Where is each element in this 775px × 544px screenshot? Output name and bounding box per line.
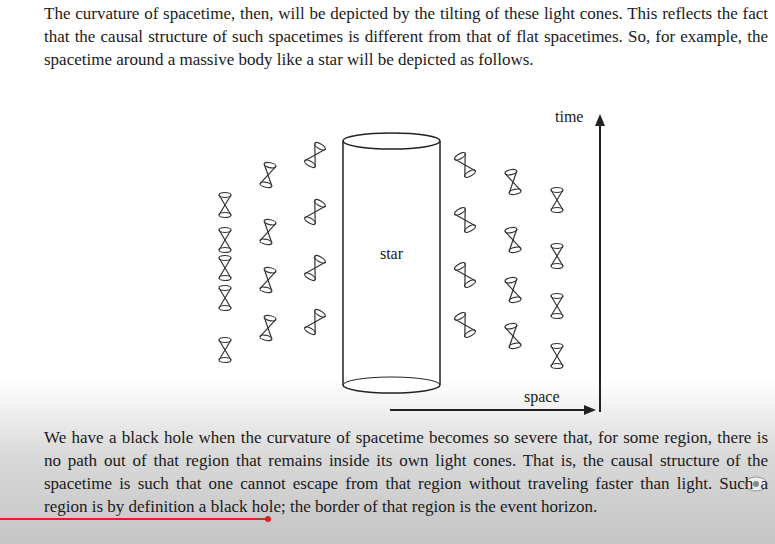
axis-label: space (524, 388, 560, 406)
progress-bar (0, 518, 268, 520)
time-axis (599, 116, 601, 412)
body-paragraph: We have a black hole when the curvature … (44, 426, 768, 518)
space-axis (390, 409, 594, 411)
axis-label: time (555, 108, 583, 126)
body-label: star (380, 245, 403, 263)
cylinder-outline (342, 132, 441, 394)
body-paragraph: The curvature of spacetime, then, will b… (44, 2, 768, 71)
progress-handle (265, 516, 271, 522)
star-cylinder: star (342, 132, 441, 394)
